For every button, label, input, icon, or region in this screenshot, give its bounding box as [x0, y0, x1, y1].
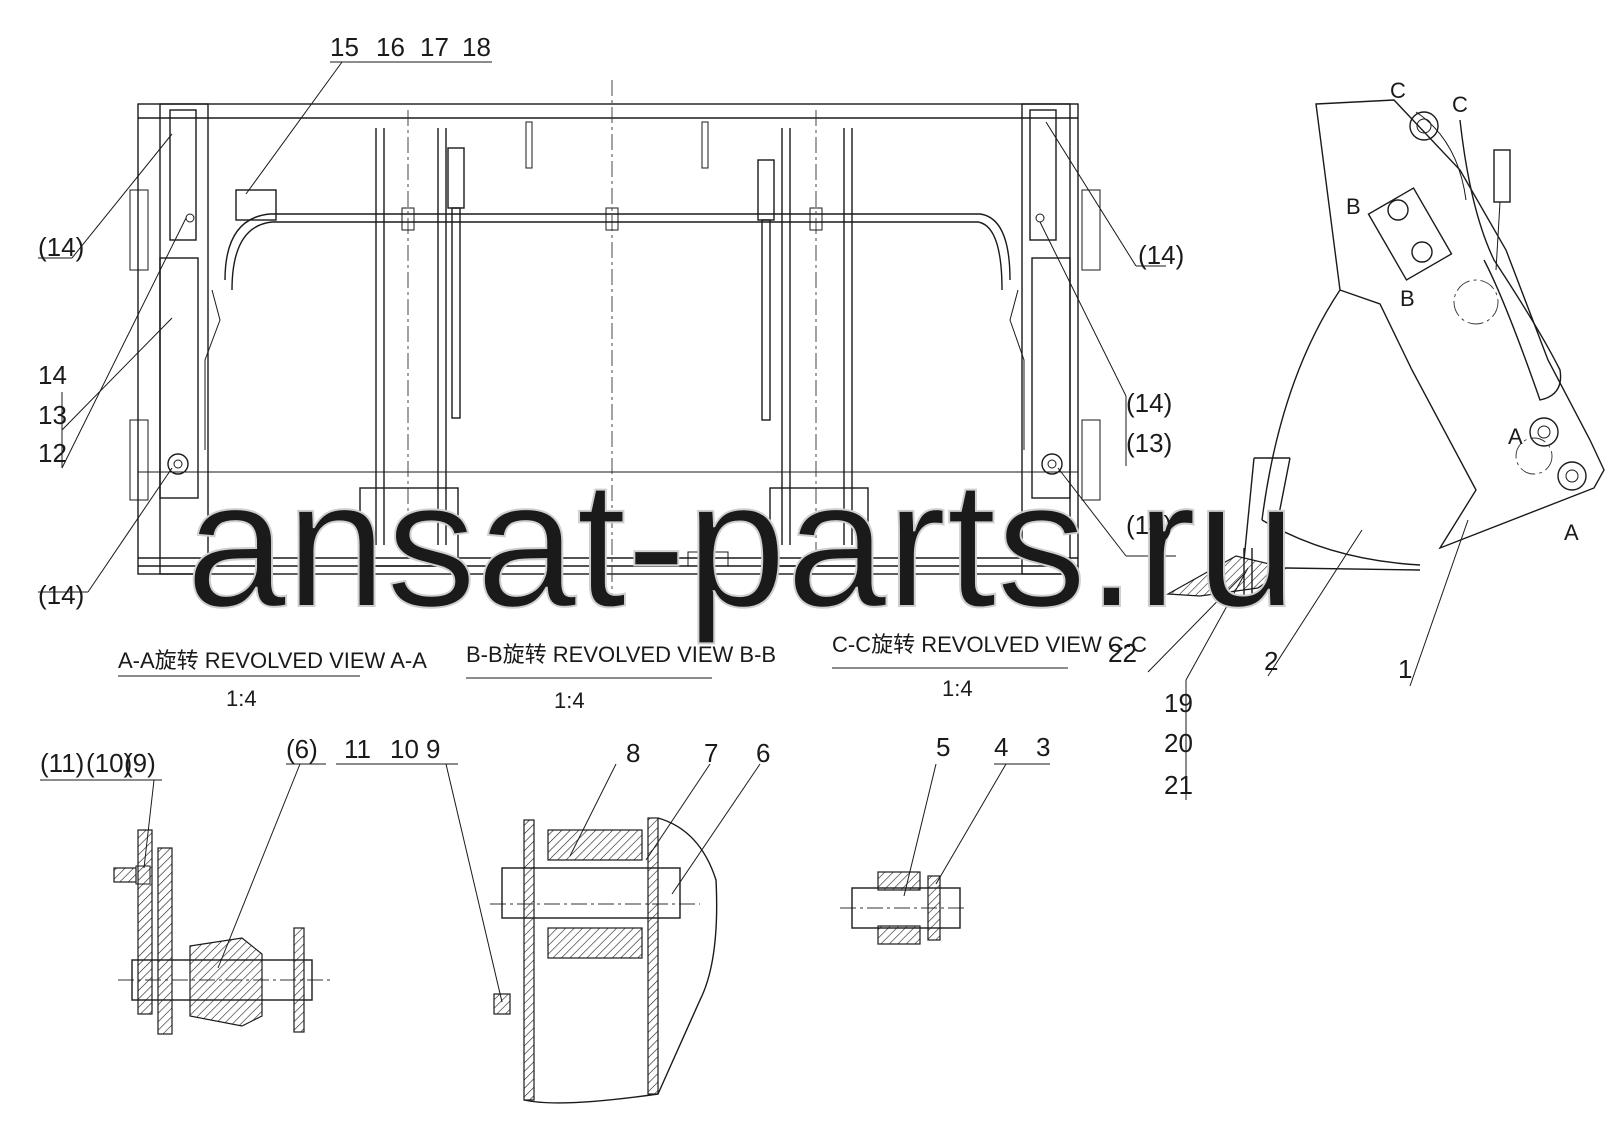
callout-13: 13: [38, 400, 67, 430]
section-marker-a-upper: A: [1508, 424, 1523, 449]
callout-3: 3: [1036, 732, 1050, 762]
callout-22: 22: [1108, 638, 1137, 668]
callout-14-paren-mid-right: (14): [1126, 388, 1172, 418]
callout-18: 18: [462, 32, 491, 62]
callout-19: 19: [1164, 688, 1193, 718]
callout-6-paren: (6): [286, 734, 318, 764]
callout-9: 9: [426, 734, 440, 764]
view-scale-b-b: 1:4: [554, 688, 585, 713]
view-title-b-b: B-B旋转 REVOLVED VIEW B-B: [466, 642, 776, 667]
callout-7: 7: [704, 738, 718, 768]
callout-20: 20: [1164, 728, 1193, 758]
watermark-text: ansat-parts.ru: [186, 444, 1297, 645]
side-view: [1165, 99, 1605, 597]
callout-1: 1: [1398, 654, 1412, 684]
callout-16: 16: [376, 32, 405, 62]
section-marker-c-right: C: [1452, 92, 1468, 117]
callout-17: 17: [420, 32, 449, 62]
section-marker-a-lower: A: [1564, 520, 1579, 545]
detail-c: [840, 871, 968, 945]
callout-2: 2: [1264, 646, 1278, 676]
callout-10-paren: (10): [86, 748, 132, 778]
front-view: [129, 80, 1101, 600]
callout-12: 12: [38, 438, 67, 468]
callout-10: 10: [390, 734, 419, 764]
detail-b: [490, 817, 718, 1104]
callout-5: 5: [936, 732, 950, 762]
section-marker-b-upper: B: [1346, 194, 1361, 219]
callout-15: 15: [330, 32, 359, 62]
callout-8: 8: [626, 738, 640, 768]
callout-13-paren: (13): [1126, 428, 1172, 458]
section-marker-c-left: C: [1390, 78, 1406, 103]
section-marker-b-lower: B: [1400, 286, 1415, 311]
detail-a: [113, 829, 330, 1035]
callout-4: 4: [994, 732, 1008, 762]
view-captions: A-A旋转 REVOLVED VIEW A-A 1:4 B-B旋转 REVOLV…: [118, 632, 1147, 713]
leaders: [38, 61, 1469, 1003]
callout-9-paren: (9): [124, 748, 156, 778]
section-markers: A A B B C C: [1346, 78, 1579, 545]
callout-14-paren-upper-left: (14): [38, 232, 84, 262]
callout-14: 14: [38, 360, 67, 390]
callout-14-paren-lower-left: (14): [38, 580, 84, 610]
view-title-a-a: A-A旋转 REVOLVED VIEW A-A: [118, 648, 427, 673]
view-scale-c-c: 1:4: [942, 676, 973, 701]
callout-6: 6: [756, 738, 770, 768]
view-scale-a-a: 1:4: [226, 686, 257, 711]
callout-21: 21: [1164, 770, 1193, 800]
callout-11-paren: (11): [40, 748, 84, 778]
callout-11: 11: [344, 734, 371, 764]
view-title-c-c: C-C旋转 REVOLVED VIEW C-C: [832, 632, 1147, 657]
callout-labels: 15 16 17 18 (14) 14 13 12 (14) (14) (14)…: [38, 32, 1412, 800]
callout-14-paren-upper-right: (14): [1138, 240, 1184, 270]
callout-14-paren-lower-right: (14): [1126, 510, 1172, 540]
